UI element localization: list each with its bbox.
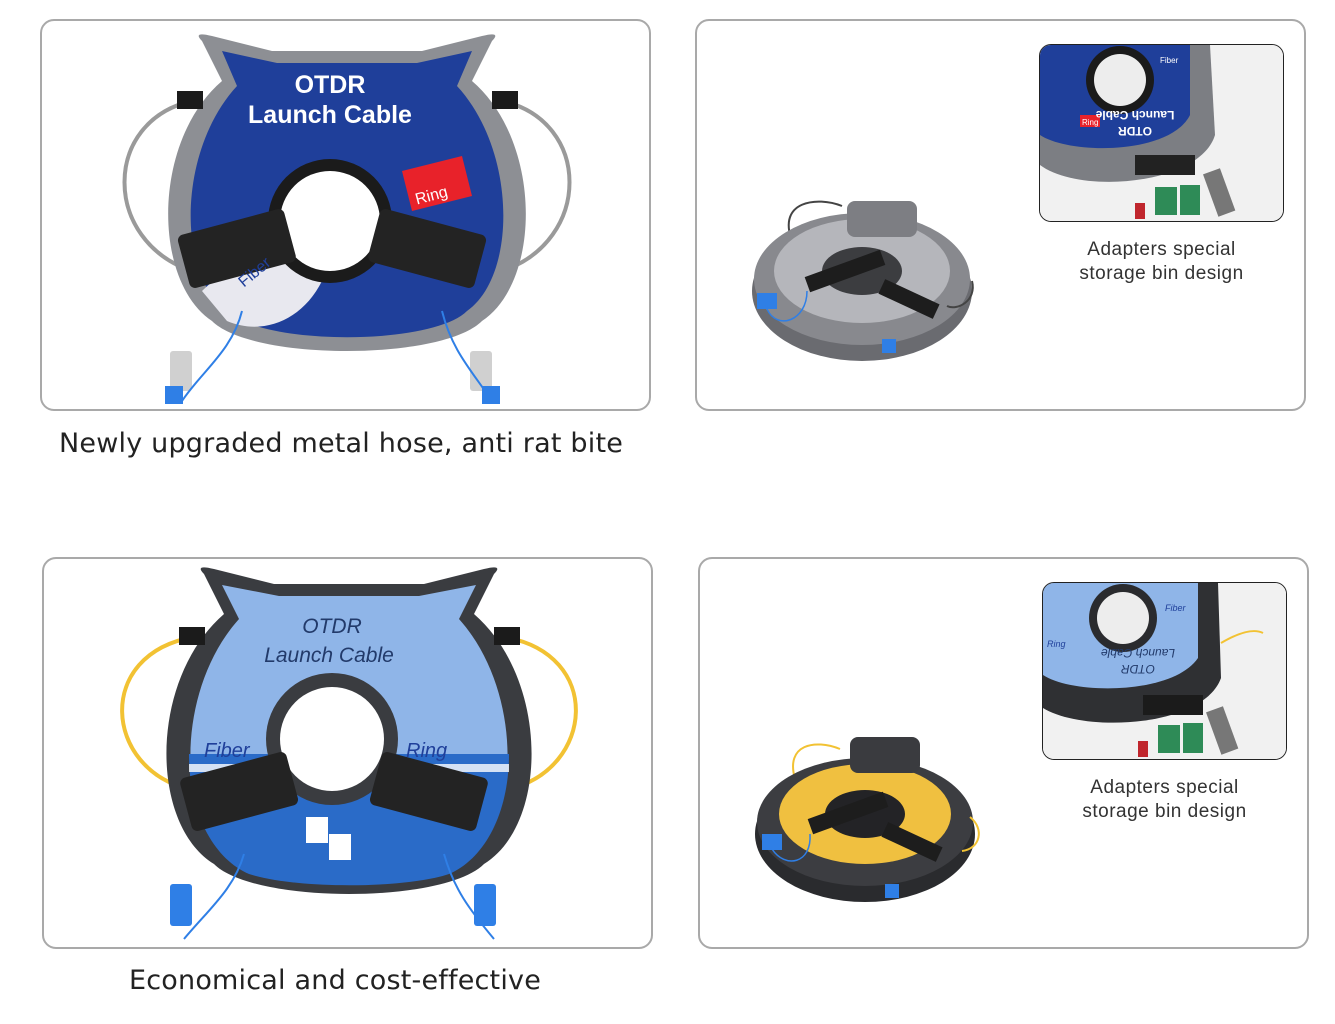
reel-title-line1: OTDR [295, 71, 366, 99]
inset-caption-economical: Adapters special storage bin design [1042, 776, 1287, 824]
inset-reel-label-ring: Ring [1047, 639, 1066, 649]
product-panel-economical: OTDR Launch Cable Fiber Ring [42, 557, 653, 949]
inset-reel-label-fiber: Fiber [1165, 603, 1187, 613]
otdr-reel-metal-image: OTDR Launch Cable Fiber Ring [122, 34, 572, 404]
inset-caption-line2: storage bin design [1079, 263, 1244, 284]
inset-caption-metal: Adapters special storage bin design [1039, 238, 1284, 286]
storage-bin-inset-metal: OTDR Launch Cable Ring Fiber [1039, 44, 1284, 222]
reel-label-ring: Ring [406, 740, 447, 762]
otdr-reel-economical-perspective-image [755, 737, 980, 902]
storage-bin-closeup-image: OTDR Launch Cable Ring Fiber [1040, 45, 1283, 221]
inset-caption-line1: Adapters special [1090, 777, 1239, 798]
inset-reel-label-ring: Ring [1082, 118, 1098, 127]
storage-bin-closeup-image: OTDR Launch Cable Ring Fiber [1043, 583, 1286, 759]
inset-reel-label-fiber: Fiber [1160, 56, 1179, 65]
storage-bin-inset-economical: OTDR Launch Cable Ring Fiber [1042, 582, 1287, 760]
otdr-reel-economical-image: OTDR Launch Cable Fiber Ring [120, 567, 578, 940]
inset-caption-line2: storage bin design [1082, 801, 1247, 822]
inset-reel-title-line2: Launch Cable [1101, 646, 1175, 660]
reel-title-line1: OTDR [302, 615, 362, 638]
reel-title-line2: Launch Cable [248, 101, 412, 129]
product-panel-storage-bin-metal: OTDR Launch Cable Ring Fiber Adapters sp… [695, 19, 1306, 411]
product-panel-metal-hose: OTDR Launch Cable Fiber Ring [40, 19, 651, 411]
product-panel-storage-bin-economical: OTDR Launch Cable Ring Fiber Adapters sp… [698, 557, 1309, 949]
reel-label-fiber: Fiber [204, 740, 251, 762]
otdr-reel-metal-perspective-image [752, 200, 974, 361]
caption-economical: Economical and cost-effective [129, 965, 542, 996]
inset-reel-title-line1: OTDR [1121, 662, 1155, 676]
inset-caption-line1: Adapters special [1087, 239, 1236, 260]
inset-reel-title-line2: Launch Cable [1095, 108, 1174, 122]
caption-metal-hose: Newly upgraded metal hose, anti rat bite [59, 428, 624, 459]
reel-title-line2: Launch Cable [264, 644, 394, 667]
inset-reel-title-line1: OTDR [1118, 124, 1152, 138]
